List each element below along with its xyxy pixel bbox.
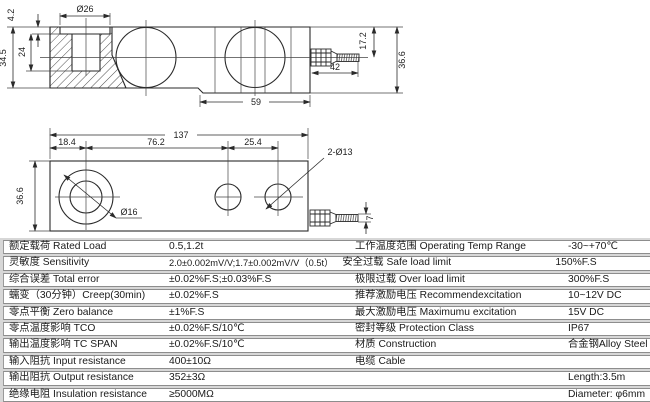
table-row: 输入阻抗 Input resistance 400±10Ω 电缆 Cable (3, 354, 650, 370)
dim-counterbore-depth: 4.2 (6, 9, 16, 22)
dim-plan-width: 36.6 (15, 187, 25, 205)
spec-value: -30~+70℃ (568, 241, 618, 253)
spec-value: IP67 (568, 323, 590, 334)
dim-center-hole-dia: Ø16 (120, 207, 137, 217)
spec-value: ≥5000MΩ (169, 388, 214, 400)
spec-value: Length:3.5m (568, 372, 626, 384)
spec-value: 10~12V DC (568, 290, 622, 302)
spec-value: ±0.02%F.S;±0.03%F.S (169, 273, 272, 285)
spec-label: 安全过载 Safe load limit (342, 257, 452, 269)
table-row: 综合误差 Total error ±0.02%F.S;±0.03%F.S 极限过… (3, 272, 650, 288)
table-row: 输出温度影响 TC SPAN ±0.02%F.S/10℃ 材质 Construc… (3, 338, 650, 353)
table-row: 输出阻抗 Output resistance 352±3Ω Length:3.5… (3, 371, 650, 386)
spec-value: ±1%F.S (169, 306, 205, 318)
spec-label: 蠕变（30分钟）Creep(30min) (9, 290, 146, 302)
table-row: 绝缘电阻 Insulation resistance ≥5000MΩ Diame… (3, 387, 650, 402)
spec-value: 0.5,1.2t (169, 241, 204, 253)
table-row: 灵敏度 Sensitivity 2.0±0.002mV/V;1.7±0.002m… (3, 256, 650, 271)
dim-right-height: 36.6 (397, 51, 407, 69)
spec-label: 绝缘电阻 Insulation resistance (9, 388, 147, 400)
spec-label: 综合误差 Total error (9, 273, 100, 285)
plan-view: 137 18.4 76.2 25.4 36.6 Ø16 2-Ø13 7 (15, 128, 375, 234)
spec-label: 输出阻抗 Output resistance (9, 372, 134, 384)
spec-value: Diameter: φ6mm (568, 388, 646, 400)
spec-value: ±0.02%F.S (169, 290, 219, 302)
dim-connector-height: 17.2 (358, 32, 368, 50)
spec-label: 最大激励电压 Maximumu excitation (355, 306, 517, 318)
spec-value: 合金钢Alloy Steel (568, 339, 648, 351)
table-row: 零点平衡 Zero balance ±1%F.S 最大激励电压 Maximumu… (3, 305, 650, 320)
spec-table: 额定载荷 Rated Load 0.5,1.2t 工作温度范围 Operatin… (0, 238, 650, 402)
spec-label: 推荐激励电压 Recommendexcitation (355, 290, 522, 302)
side-view: Ø26 4.2 24 34.5 17.2 36.6 42 59 (0, 4, 407, 107)
table-row: 零点温度影响 TCO ±0.02%F.S/10℃ 密封等级 Protection… (3, 321, 650, 337)
table-row: 额定载荷 Rated Load 0.5,1.2t 工作温度范围 Operatin… (3, 240, 650, 255)
spec-label: 额定载荷 Rated Load (9, 241, 107, 253)
dim-connector-length: 42 (330, 62, 340, 72)
spec-value: 300%F.S (568, 273, 610, 285)
dim-cable-dia: 7 (365, 215, 375, 220)
spec-label: 零点平衡 Zero balance (9, 306, 114, 318)
dim-total-length: 137 (173, 130, 188, 140)
plan-body-outline (49, 160, 309, 232)
technical-drawing: Ø26 4.2 24 34.5 17.2 36.6 42 59 (0, 4, 407, 234)
dim-counterbore-dia: Ø26 (76, 4, 93, 14)
spec-label: 极限过载 Over load limit (355, 273, 465, 285)
spec-label: 灵敏度 Sensitivity (9, 257, 90, 269)
spec-value: ±0.02%F.S/10℃ (169, 323, 245, 334)
dim-hole-depth: 24 (17, 47, 27, 57)
spec-label: 电缆 Cable (355, 355, 406, 367)
spec-label: 零点温度影响 TCO (9, 323, 96, 334)
dim-hole3-offset: 25.4 (244, 137, 262, 147)
spec-value: 150%F.S (555, 257, 597, 269)
dim-right-section-length: 59 (251, 97, 261, 107)
spec-value: 2.0±0.002mV/V;1.7±0.002mV/V（0.5t） (169, 257, 334, 268)
spec-value: 15V DC (568, 306, 605, 318)
spec-label: 输出温度影响 TC SPAN (9, 339, 118, 351)
spec-value: ±0.02%F.S/10℃ (169, 339, 245, 351)
spec-value: 400±10Ω (169, 355, 211, 367)
cable-gland-side (310, 48, 360, 67)
spec-label: 工作温度范围 Operating Temp Range (355, 241, 526, 253)
dim-hole-span: 76.2 (147, 137, 165, 147)
cable-gland-plan (309, 209, 359, 227)
spec-label: 密封等级 Protection Class (355, 323, 475, 334)
table-row: 蠕变（30分钟）Creep(30min) ±0.02%F.S 推荐激励电压 Re… (3, 289, 650, 304)
spec-label: 材质 Construction (355, 339, 437, 351)
spec-label: 输入阻抗 Input resistance (9, 355, 126, 367)
spec-value: 352±3Ω (169, 372, 206, 384)
dim-mount-holes: 2-Ø13 (327, 147, 352, 157)
dim-left-height: 34.5 (0, 49, 8, 67)
section-hatch-block (49, 26, 127, 89)
dim-hole1-offset: 18.4 (58, 137, 76, 147)
